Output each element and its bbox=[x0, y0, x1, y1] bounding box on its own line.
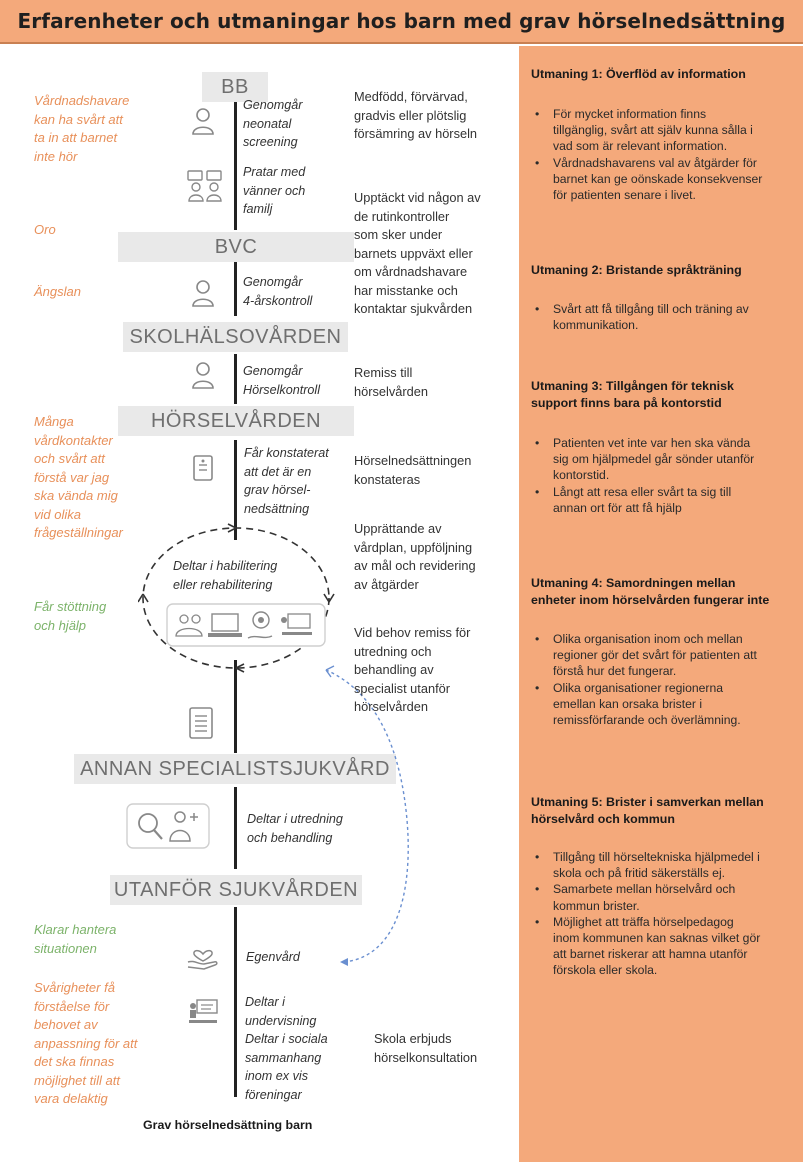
description: Medfödd, förvärvad,gradvis eller plötsli… bbox=[354, 89, 478, 141]
document-list-icon bbox=[189, 707, 213, 739]
timeline-line bbox=[234, 907, 237, 1097]
classroom-icon bbox=[189, 999, 218, 1023]
bullet-item: Långt att resa eller svårt ta sig tillan… bbox=[531, 484, 754, 516]
person-icon bbox=[192, 108, 214, 135]
bullet-item: Svårt att få tillgång till och träning a… bbox=[531, 301, 749, 333]
challenge-title: Utmaning 2: Bristande språkträning bbox=[531, 263, 742, 277]
specialist-search-icon bbox=[126, 803, 210, 849]
title-bar: Erfarenheter och utmaningar hos barn med… bbox=[0, 0, 803, 44]
person-icon bbox=[192, 362, 214, 389]
challenge-bullets: Olika organisation inom och mellanregion… bbox=[531, 631, 757, 728]
heart-hand-icon bbox=[187, 949, 218, 970]
timeline-line bbox=[234, 440, 237, 540]
bullet-item: För mycket information finnstillgänglig,… bbox=[531, 106, 762, 155]
bullet-item: Olika organisation inom och mellanregion… bbox=[531, 631, 757, 680]
conversation-icon bbox=[187, 170, 222, 202]
challenge-bullets: Patienten vet inte var hen ska vändasig … bbox=[531, 435, 754, 516]
bullet-item: Vårdnadshavarens val av åtgärder förbarn… bbox=[531, 155, 762, 204]
timeline-line bbox=[234, 102, 237, 230]
timeline-line bbox=[234, 660, 237, 753]
activity-self-care: Egenvård bbox=[246, 950, 300, 964]
challenge-title: Utmaning 1: Överflöd av information bbox=[531, 67, 746, 81]
left-note: Ängslan bbox=[34, 284, 81, 299]
stage-utanfor-sjukvarden: UTANFÖR SJUKVÅRDEN bbox=[110, 875, 362, 905]
timeline-line bbox=[234, 787, 237, 869]
bullet-item: Patienten vet inte var hen ska vändasig … bbox=[531, 435, 754, 484]
stage-bvc: BVC bbox=[118, 232, 354, 262]
timeline-line bbox=[234, 354, 237, 404]
stage-bb: BB bbox=[202, 72, 268, 102]
page-title: Erfarenheter och utmaningar hos barn med… bbox=[17, 9, 786, 33]
challenge-bullets: Svårt att få tillgång till och träning a… bbox=[531, 301, 749, 333]
challenge-bullets: Tillgång till hörseltekniska hjälpmedel … bbox=[531, 849, 760, 979]
person-icon bbox=[192, 280, 214, 307]
stage-annan-specialistsjukvard: ANNAN SPECIALISTSJUKVÅRD bbox=[74, 754, 396, 784]
challenge-bullets: För mycket information finnstillgänglig,… bbox=[531, 106, 762, 203]
habilitation-cycle bbox=[138, 523, 335, 673]
bullet-item: Tillgång till hörseltekniska hjälpmedel … bbox=[531, 849, 760, 881]
timeline-line bbox=[234, 262, 237, 316]
left-note: Oro bbox=[34, 222, 56, 237]
stage-skolhalsovarden: SKOLHÄLSOVÅRDEN bbox=[123, 322, 348, 352]
figure-caption: Grav hörselnedsättning barn bbox=[143, 1118, 313, 1132]
document-icon bbox=[193, 455, 213, 481]
stage-horselvarden: HÖRSELVÅRDEN bbox=[118, 406, 354, 436]
referral-arrow bbox=[325, 665, 409, 966]
challenges-panel: Utmaning 1: Överflöd av information För … bbox=[519, 46, 803, 1162]
